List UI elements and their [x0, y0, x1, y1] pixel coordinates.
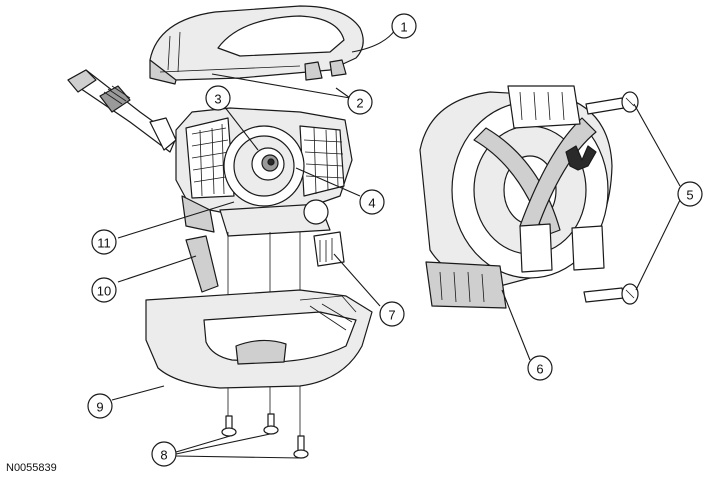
callout-4: 4 [359, 189, 385, 215]
svg-text:1: 1 [400, 20, 407, 35]
callout-5: 5 [677, 181, 703, 207]
callout-7: 7 [379, 301, 405, 327]
svg-text:10: 10 [97, 284, 111, 299]
figure-id: N0055839 [6, 462, 57, 474]
callout-6: 6 [527, 355, 553, 381]
clockspring-screw-upper [585, 91, 639, 115]
callout-3: 3 [205, 85, 231, 111]
svg-text:4: 4 [368, 196, 375, 211]
callout-1: 1 [391, 13, 417, 39]
svg-text:2: 2 [356, 96, 363, 111]
clockspring [419, 85, 613, 309]
svg-text:7: 7 [388, 308, 395, 323]
callout-8: 8 [151, 441, 177, 467]
callout-11: 11 [91, 229, 117, 255]
upper-steering-column-shroud [149, 5, 364, 85]
lower-steering-column-shroud [145, 289, 373, 389]
svg-text:11: 11 [97, 236, 111, 251]
svg-text:9: 9 [96, 400, 103, 415]
svg-text:8: 8 [160, 448, 167, 463]
callout-9: 9 [87, 393, 113, 419]
leader-lines [111, 29, 681, 459]
callout-2: 2 [347, 89, 373, 115]
clockspring-screw-lower [583, 283, 639, 305]
svg-text:6: 6 [536, 362, 543, 377]
svg-text:5: 5 [686, 188, 693, 203]
svg-text:3: 3 [214, 92, 221, 107]
shroud-screws [221, 413, 309, 459]
callout-10: 10 [91, 277, 117, 303]
multifunction-switch-assembly [67, 69, 353, 440]
